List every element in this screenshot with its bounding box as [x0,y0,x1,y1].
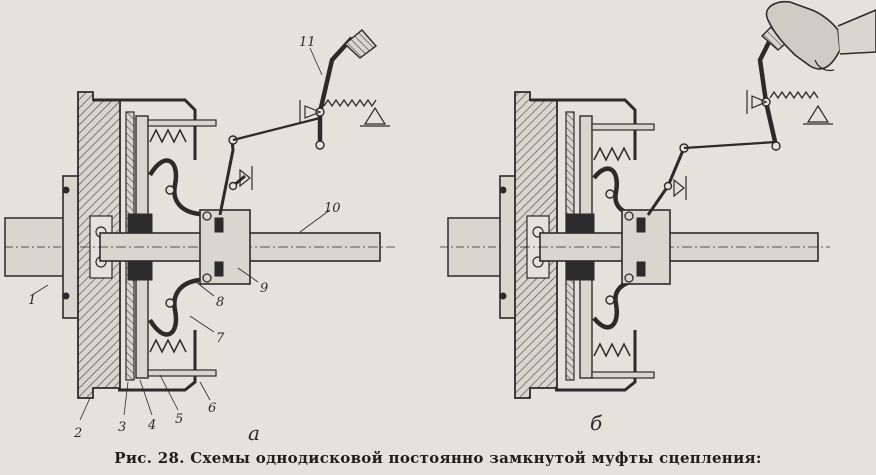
release-fork [218,139,246,216]
release-fork [646,147,686,216]
release-sleeve [199,209,251,285]
part-label-10: 10 [324,201,341,216]
part-label-8: 8 [216,295,224,310]
release-lever-bottom [148,277,201,337]
clutch-cover [530,98,637,392]
part-label-1: 1 [28,293,36,308]
spring-bottom [149,338,187,354]
spring-top [149,128,187,144]
clutch-diagram: 1 2 3 4 5 6 7 8 9 10 11 а б [4,0,876,445]
clutch-cover [93,98,197,392]
part-label-7: 7 [216,331,225,346]
foot-icon [765,0,841,70]
release-lever-top [592,166,641,219]
pedal-return-spring [323,98,377,108]
panel-label-b: б [590,411,603,435]
linkage-rod [683,140,777,150]
part-label-3: 3 [118,420,126,435]
spring-top [593,146,631,162]
panel-label-a: а [248,421,260,445]
part-label-11: 11 [299,35,316,50]
pedal-return-spring [769,90,819,100]
part-labels: 1 2 3 4 5 6 7 8 9 10 11 а б [28,35,603,445]
clutch-pedal [757,38,779,147]
clutch-pedal [317,36,354,145]
linkage-rod [232,116,321,142]
part-label-4: 4 [147,418,156,433]
panel-a-clutch-engaged [4,29,395,421]
release-sleeve [621,209,671,285]
release-lever-top [148,158,201,217]
panel-b-clutch-disengaged [440,0,876,399]
release-lever-bottom [592,277,641,330]
part-label-6: 6 [208,401,216,416]
spring-bottom [593,342,631,358]
part-label-2: 2 [73,426,82,441]
part-label-5: 5 [175,412,183,427]
part-label-9: 9 [260,281,268,296]
figure-caption: Рис. 28. Схемы однодисковой постоянно за… [114,449,762,467]
